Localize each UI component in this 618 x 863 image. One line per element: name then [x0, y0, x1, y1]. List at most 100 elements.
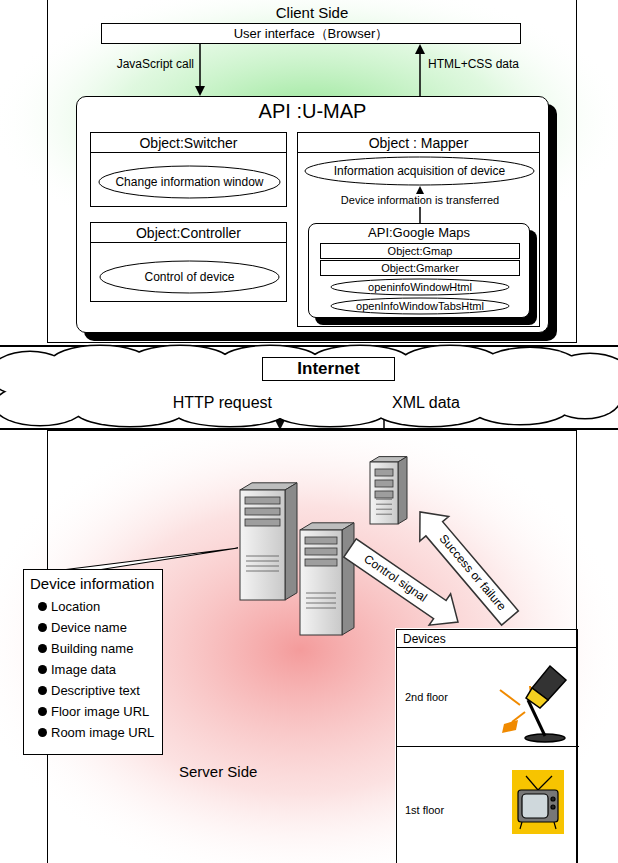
box-heading: Object:Switcher — [91, 133, 286, 153]
bullet-dot — [38, 644, 47, 653]
arrow-head — [195, 86, 205, 96]
bullet-row: Floor image URL — [30, 701, 156, 722]
vent — [246, 566, 279, 567]
tv-icon — [554, 822, 556, 829]
bullet-dot — [38, 728, 47, 737]
vent — [306, 603, 336, 604]
drive-bay — [375, 480, 393, 487]
red-glow — [0, 410, 618, 863]
tv-icon — [522, 794, 548, 818]
floor-row: 2nd floor — [397, 648, 579, 747]
vent — [246, 561, 279, 562]
vent — [306, 598, 336, 599]
object-box: Object : MapperInformation acquisition o… — [297, 132, 540, 327]
method-label: openInfoWindowTabsHtml — [356, 300, 484, 312]
drive-bay — [245, 519, 280, 526]
bullet-dot — [38, 665, 47, 674]
drive-bay — [305, 548, 337, 555]
signal-arrows — [344, 512, 519, 625]
edge-label: XML data — [392, 394, 460, 412]
device-field: Image data — [51, 662, 116, 677]
bullet-row: Image data — [30, 659, 156, 680]
drive-bay — [375, 491, 393, 498]
lamp-icon — [500, 666, 566, 742]
server-side-region: Server SideDevice informationLocationDev… — [47, 430, 577, 863]
object-box: Object:ControllerControl of device — [90, 222, 287, 302]
ellipse-shape — [331, 298, 509, 314]
drive-bay — [375, 469, 393, 476]
vent — [246, 556, 279, 557]
bullet-dot — [38, 686, 47, 695]
ellipse-shape — [99, 166, 280, 198]
floor-row: 1st floor — [397, 747, 579, 863]
tv-icon — [520, 822, 522, 829]
box-heading: Devices — [397, 630, 577, 648]
lamp-icon — [500, 690, 520, 705]
box-label: Object:Gmap — [388, 245, 453, 257]
vent — [376, 514, 392, 515]
bullet-dot — [38, 623, 47, 632]
server-icons — [240, 457, 407, 635]
ellipse-shape — [331, 279, 509, 295]
connector — [195, 44, 205, 96]
tv-icon — [538, 776, 552, 790]
devices-box: Devices 2nd floor 1st floor — [396, 629, 578, 863]
devices-panel — [395, 628, 577, 863]
vent — [376, 499, 392, 500]
method-label: Change information window — [115, 175, 263, 189]
hollow-arrow — [420, 512, 519, 625]
lamp-icon — [526, 688, 548, 708]
server-icon — [240, 483, 297, 600]
region-title: Server Side — [179, 763, 257, 780]
object-box: Object:Gmap — [320, 243, 520, 259]
device-field: Room image URL — [51, 725, 154, 740]
bullet-dot — [38, 707, 47, 716]
server-front — [300, 530, 342, 635]
internet-cloud — [0, 346, 618, 426]
server-side — [285, 483, 297, 600]
lamp-icon — [502, 720, 518, 733]
box-label: User interface（Browser） — [234, 25, 389, 43]
edge-label: HTML+CSS data — [428, 58, 519, 72]
method-ellipse: Information acquisition of device — [304, 156, 535, 186]
connector-line — [199, 44, 201, 87]
server-icon — [370, 457, 407, 524]
tv-icon — [551, 797, 555, 801]
object-box: Object:SwitcherChange information window — [90, 132, 287, 207]
box-heading: Object : Mapper — [298, 133, 539, 153]
bullet-row: Building name — [30, 638, 156, 659]
bullet-dot — [38, 602, 47, 611]
method-label: Information acquisition of device — [334, 164, 505, 178]
drive-bay — [305, 559, 337, 566]
box-label: 1st floor — [405, 804, 444, 816]
browser-box: User interface（Browser） — [101, 23, 521, 44]
server-front — [370, 462, 398, 524]
tv-icon — [518, 790, 558, 822]
tv-icon — [512, 770, 564, 834]
device-field: Floor image URL — [51, 704, 149, 719]
box-label: 2nd floor — [405, 691, 448, 703]
lamp-icon — [512, 712, 525, 722]
tv-icon — [526, 776, 538, 790]
connector-line — [419, 53, 421, 96]
vent — [306, 593, 336, 594]
method-ellipse: openinfoWindowHtml — [330, 278, 510, 296]
server-front — [240, 490, 285, 600]
box-heading: Object:Controller — [91, 223, 286, 243]
method-ellipse: Change information window — [98, 165, 281, 199]
internet-box: Internet — [262, 357, 395, 381]
device-field: Building name — [51, 641, 133, 656]
client-side-region: Client SideUser interface（Browser）API :U… — [47, 0, 577, 343]
method-ellipse: Control of device — [99, 260, 280, 294]
vent — [306, 608, 336, 609]
server-icon — [300, 523, 354, 635]
box-heading: API:Google Maps — [309, 224, 529, 242]
bullet-row: Room image URL — [30, 722, 156, 743]
callout-heading: Device information — [30, 575, 156, 592]
device-field: Descriptive text — [51, 683, 140, 698]
callout-tail — [62, 548, 238, 570]
tv-icon — [512, 770, 564, 834]
method-ellipse: openInfoWindowTabsHtml — [330, 297, 510, 315]
box-label: Internet — [297, 359, 359, 379]
